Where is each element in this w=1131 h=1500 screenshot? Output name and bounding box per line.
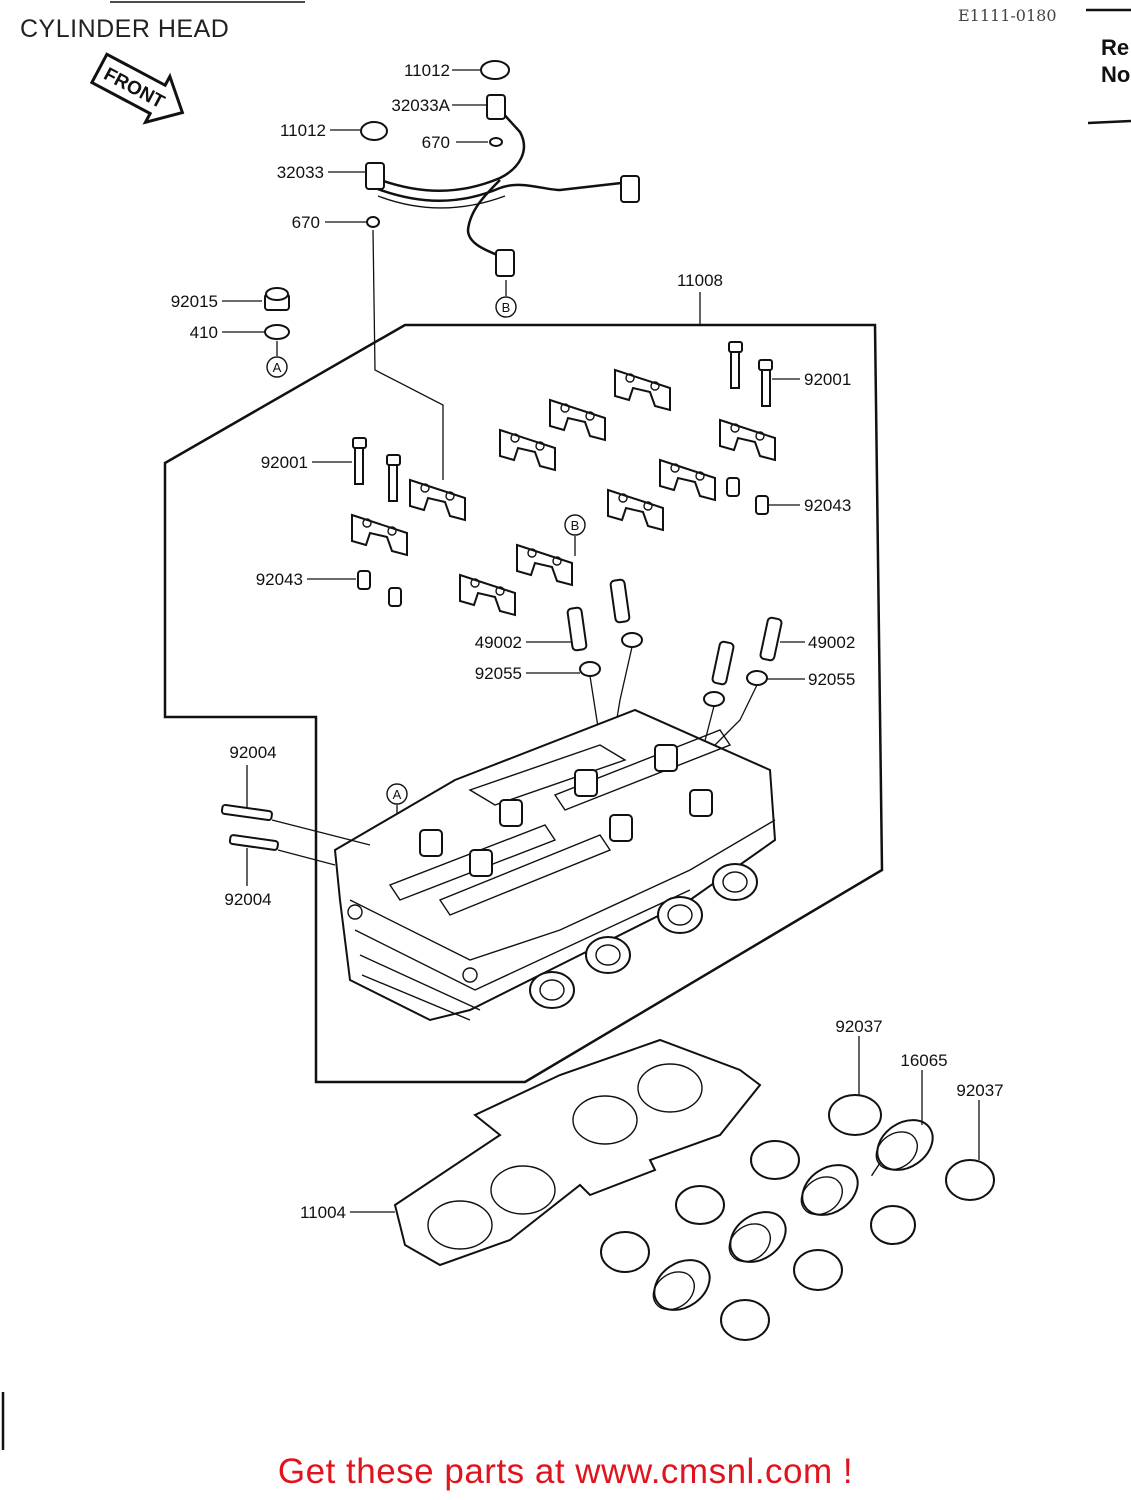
carburetor-holders [652, 1119, 934, 1311]
part-label: 16065 [900, 1051, 947, 1070]
dowels-92043 [357, 477, 769, 607]
part-label: 92001 [804, 370, 851, 389]
marker-b-head: B [564, 514, 586, 536]
part-label: 92037 [956, 1081, 1003, 1100]
part-label: 11004 [300, 1203, 346, 1222]
part-label: 92055 [475, 664, 522, 683]
decorative-rules [1, 1, 1131, 1450]
head-assembly-outline [163, 323, 884, 1084]
front-arrow-icon: FRONT [89, 52, 185, 125]
camshaft-caps [351, 368, 776, 617]
part-label: 92004 [224, 890, 271, 909]
part-label: 92001 [261, 453, 308, 472]
nut-92015 [264, 287, 290, 311]
part-label: 670 [292, 213, 320, 232]
part-label: 32033 [277, 163, 324, 182]
leader-lines [222, 69, 980, 1213]
marker-a-top: A [266, 356, 288, 378]
oil-pipe-assembly [365, 94, 640, 277]
marker-b-label: B [502, 300, 511, 315]
cap-11012-top [480, 60, 510, 80]
washer-410 [264, 324, 290, 340]
part-label: 11012 [404, 61, 450, 80]
marker-a-label: A [393, 787, 402, 802]
valve-guides-49002 [566, 578, 783, 686]
head-gasket-11004 [393, 1038, 762, 1267]
washer-670-upper [489, 137, 503, 147]
part-label: 49002 [475, 633, 522, 652]
page-title: CYLINDER HEAD [20, 15, 230, 43]
part-label: 49002 [808, 633, 855, 652]
part-label: 92015 [171, 292, 218, 311]
marker-b-top: B [495, 296, 517, 318]
o-rings-92055 [579, 632, 768, 707]
part-labels: 11012 32033A 11012 670 32033 670 11008 9… [171, 61, 1004, 1222]
corner-text-line: No [1101, 62, 1131, 87]
studs-92004 [220, 803, 279, 851]
part-label: 92043 [256, 570, 303, 589]
marker-a-head: A [386, 783, 408, 805]
marker-a-label: A [273, 360, 282, 375]
cap-11012-left [360, 121, 388, 141]
diagram-code: E1111-0180 [958, 6, 1057, 25]
part-label: 92037 [835, 1017, 882, 1036]
part-label: 670 [422, 133, 450, 152]
part-label: 11012 [280, 121, 326, 140]
part-label: 11008 [677, 271, 723, 290]
part-label: 92004 [229, 743, 276, 762]
part-label: 410 [190, 323, 218, 342]
bolts-92001 [352, 341, 773, 502]
hose-clamps-92037 [600, 1094, 995, 1341]
corner-text-line: Re [1101, 35, 1130, 60]
part-label: 92043 [804, 496, 851, 515]
corner-text: Re No [1101, 34, 1130, 88]
promo-link-text[interactable]: Get these parts at www.cmsnl.com ! [277, 1452, 854, 1491]
cylinder-head-body [333, 708, 777, 1022]
part-label: 92055 [808, 670, 855, 689]
part-label: 32033A [391, 96, 450, 115]
marker-b-label: B [571, 518, 580, 533]
washer-670-lower [366, 216, 380, 228]
